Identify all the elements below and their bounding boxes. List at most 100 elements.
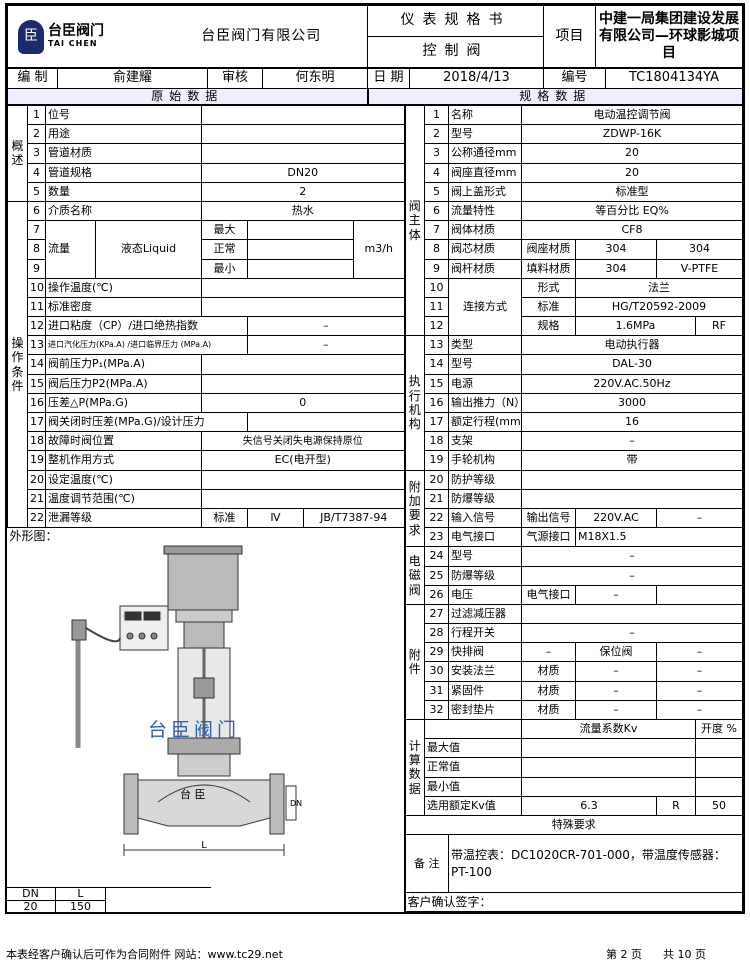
cell-right-r6: 流量特性 [448, 200, 522, 222]
row-number: 27 [424, 603, 449, 625]
field-purpose: 用途 [45, 124, 202, 145]
row-number: 13 [424, 335, 449, 356]
cell-right-r14: 型号 [448, 354, 522, 375]
table-cell [521, 488, 743, 509]
cell-left-r6: 介质名称 [45, 200, 202, 222]
table-cell [105, 887, 211, 901]
row-number: 2 [424, 124, 449, 145]
row-number: 15 [27, 373, 46, 394]
cell-right-r23: 电气接口 [448, 527, 522, 548]
row-number: 21 [27, 488, 46, 509]
table-cell [247, 220, 354, 241]
row-number: 20 [27, 469, 46, 490]
cell-right-r3v: 20 [521, 143, 743, 164]
row-number: 11 [27, 296, 46, 318]
table-cell [201, 296, 406, 318]
cell-right-r25v: – [521, 565, 743, 586]
dimension-dn-label: DN [290, 799, 302, 808]
table-cell [695, 738, 743, 759]
cell-right-r14v: DAL-30 [521, 354, 743, 375]
row-number: 7 [27, 220, 46, 241]
valve-body-text: 台 臣 [180, 787, 206, 801]
cell-left-r11: 标准密度 [45, 296, 202, 318]
kv-label: 流量系数Kv [521, 718, 696, 740]
cell-left-min: 最小 [201, 258, 248, 279]
cell-right-r26b: – [575, 584, 657, 605]
cell-left-r14: 阀前压力P₁(MPa.A) [45, 354, 202, 375]
row-number: 12 [27, 316, 46, 337]
cell-right-r13: 类型 [448, 335, 522, 356]
cell-right-c_sel_n: 50 [695, 795, 743, 816]
dn-value: 20 [5, 900, 56, 915]
cell-right-r15: 电源 [448, 373, 522, 394]
row-number: 6 [424, 200, 449, 222]
table-cell [201, 354, 406, 375]
group-actuator: 执行机构 [404, 335, 425, 471]
cell-right-r9b: 304 [575, 258, 657, 279]
row-number: 3 [27, 143, 46, 164]
row-number: 9 [424, 258, 449, 279]
cell-left-r3: 管道材质 [45, 143, 202, 164]
cell-right-r9a: 填料材质 [521, 258, 576, 279]
row-number: 8 [27, 239, 46, 260]
group-valve-body: 阀主体 [404, 104, 425, 337]
row-number: 11 [424, 296, 449, 318]
cell-right-c_max: 最大值 [424, 738, 522, 759]
project-label: 项目 [543, 5, 596, 68]
cell-right-r11a: 标准 [521, 296, 576, 318]
cell-right-r29: 快排阀 [448, 642, 522, 663]
row-number: 23 [424, 527, 449, 548]
cell-right-c_norm: 正常值 [424, 757, 522, 778]
table-cell [247, 411, 406, 433]
cell-right-r22a: 输出信号 [521, 507, 576, 529]
field-tag: 位号 [45, 104, 202, 126]
cell-right-r30b: – [575, 661, 657, 682]
group-operating: 操作条件 [7, 200, 28, 529]
compiler: 俞建耀 [57, 68, 208, 89]
table-cell [521, 776, 696, 797]
cell-left-r19v: EC(电开型) [201, 450, 406, 471]
remark-text: 带温控表：DC1020CR-701-000，带温度传感器：PT-100 [448, 834, 743, 894]
cell-right-r24v: – [521, 546, 743, 567]
cell-left-r22: 泄漏等级 [45, 507, 202, 529]
row-number: 19 [424, 450, 449, 471]
cell-left-r5: 数量 [45, 181, 202, 202]
cell-right-r2: 型号 [448, 124, 522, 145]
cell-right-r9c: V-PTFE [656, 258, 743, 279]
cell-right-r10v: 法兰 [575, 277, 743, 298]
group-calc: 计算数据 [404, 719, 425, 816]
row-number: 32 [424, 699, 449, 721]
drawing-brand: 台臣阀门 [148, 719, 240, 741]
row-number: 24 [424, 546, 449, 567]
cell-right-r31c: – [656, 680, 743, 701]
row-number: 1 [27, 104, 46, 126]
row-number: 3 [424, 143, 449, 164]
row-number: 29 [424, 642, 449, 663]
cell-right-r32c: – [656, 699, 743, 721]
cell-right-r12a: 规格 [521, 316, 576, 337]
doc-subtitle: 控制阀 [367, 36, 544, 68]
cell-right-r16: 输出推力（N） [448, 392, 522, 414]
cell-right-r29b: 保位阀 [575, 642, 657, 663]
row-number: 31 [424, 680, 449, 701]
footer-note: 本表经客户确认后可作为合同附件 网站：www.tc29.net [6, 948, 283, 961]
cell-right-r22: 输入信号 [448, 507, 522, 529]
cell-right-r18v: – [521, 431, 743, 452]
pipe-spec-value: DN20 [201, 162, 406, 183]
row-number: 16 [27, 392, 46, 414]
cell-right-r7: 阀体材质 [448, 220, 522, 241]
table-cell [695, 776, 743, 797]
cell-right-r28: 行程开关 [448, 623, 522, 644]
number-label: 编号 [543, 68, 606, 89]
cell-right-r5v: 标准型 [521, 181, 743, 202]
cell-right-r19: 手轮机构 [448, 450, 522, 471]
medium-value: 热水 [201, 200, 406, 222]
cell-right-r23b: M18X1.5 [575, 527, 743, 548]
cell-right-r25: 防爆等级 [448, 565, 522, 586]
row-number: 5 [27, 181, 46, 202]
row-number: 8 [424, 239, 449, 260]
row-number: 1 [424, 104, 449, 126]
cell-right-c_sel: 选用额定Kv值 [424, 795, 522, 816]
